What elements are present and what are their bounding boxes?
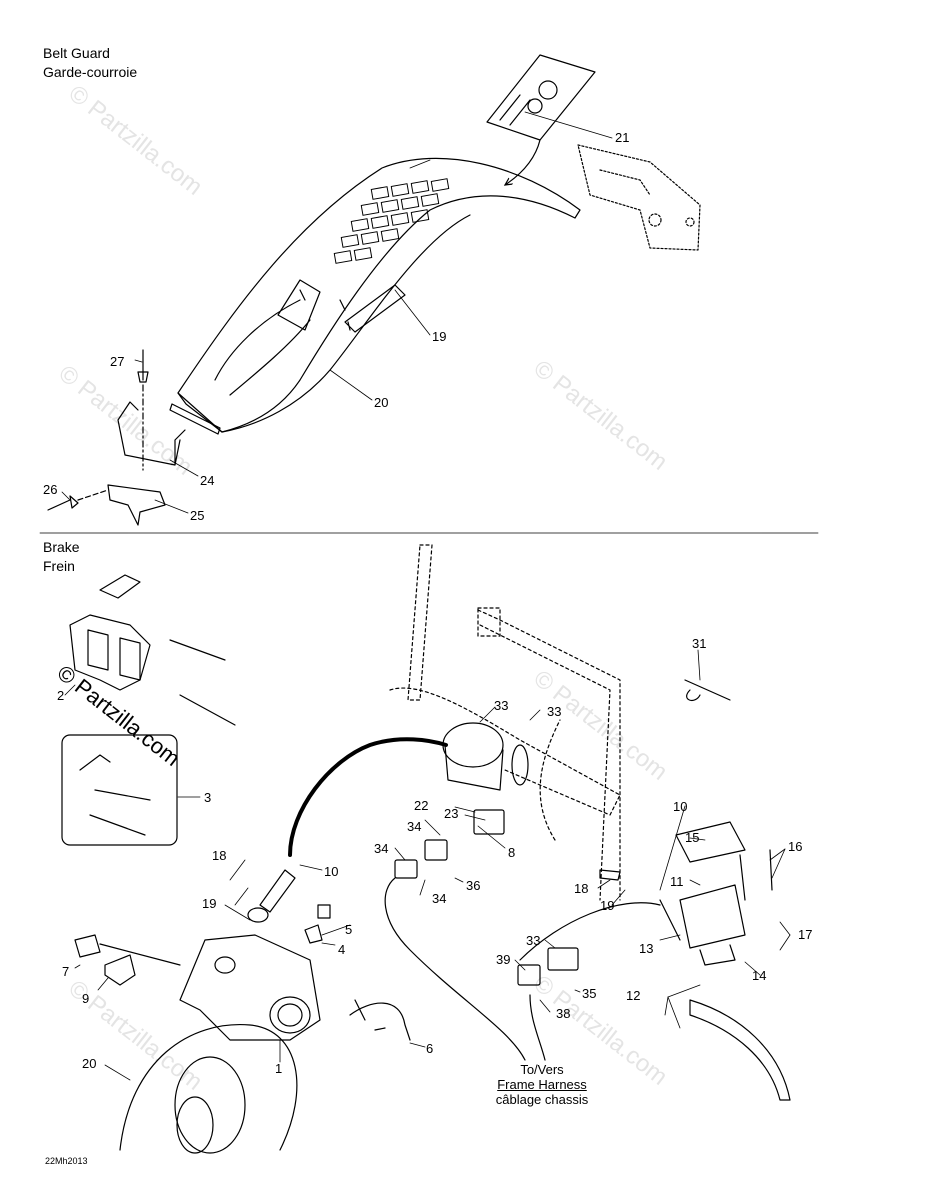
callout-19: 19 bbox=[600, 898, 614, 913]
callout-17: 17 bbox=[798, 927, 812, 942]
callout-2: 2 bbox=[57, 688, 64, 703]
callout-19b: 19 bbox=[202, 896, 216, 911]
callout-18b: 18 bbox=[212, 848, 226, 863]
master-cylinder bbox=[675, 821, 746, 966]
upper-bracket bbox=[117, 384, 186, 471]
callout-labels: 21 19 20 27 24 26 25 2 3 31 33 33 10 15 … bbox=[43, 130, 812, 1076]
caliper-part bbox=[179, 934, 321, 1041]
callout-13: 13 bbox=[639, 941, 653, 956]
brake-cable bbox=[519, 902, 661, 961]
callout-18: 18 bbox=[574, 881, 588, 896]
callout-25: 22 bbox=[414, 798, 428, 813]
section-title-belt-guard: Belt Guard Garde-courroie bbox=[43, 44, 137, 82]
banjo-fitting bbox=[247, 869, 296, 923]
callout-14: 14 bbox=[752, 968, 766, 983]
callout-26: 23 bbox=[444, 806, 458, 821]
brake-lever bbox=[689, 999, 791, 1101]
brake-line bbox=[288, 737, 448, 857]
rivet-part bbox=[137, 349, 149, 383]
frame-harness-line1: To/Vers bbox=[520, 1062, 564, 1077]
callout-11: 11 bbox=[670, 874, 684, 889]
callout-7: 7 bbox=[62, 964, 69, 979]
screw-part bbox=[599, 869, 681, 941]
callout-35: 34 bbox=[407, 819, 421, 834]
callout-27: 24 bbox=[200, 473, 214, 488]
spring-clip bbox=[104, 954, 136, 986]
callout-5: 5 bbox=[345, 922, 352, 937]
frame-harness-line2: Frame Harness bbox=[497, 1077, 587, 1092]
connector-part bbox=[517, 964, 541, 986]
callout-16: 16 bbox=[788, 839, 802, 854]
connector-part bbox=[394, 859, 418, 879]
callout-34b: 35 bbox=[582, 986, 596, 1001]
bleeder-part bbox=[304, 904, 331, 944]
callout-34: 34 bbox=[432, 891, 446, 906]
callout-8: 8 bbox=[508, 845, 515, 860]
callout-38: 38 bbox=[556, 1006, 570, 1021]
lower-bracket bbox=[107, 484, 166, 526]
callout-29: 26 bbox=[43, 482, 57, 497]
connector-part bbox=[473, 809, 505, 835]
callout-1: 1 bbox=[275, 1061, 282, 1076]
bolt-part bbox=[74, 934, 181, 966]
harness-wire bbox=[529, 994, 546, 1061]
decal-part bbox=[486, 54, 596, 141]
kit-box bbox=[61, 734, 178, 846]
decal-arrow bbox=[505, 139, 541, 185]
section-title-en: Belt Guard bbox=[43, 45, 110, 61]
latch-part bbox=[277, 279, 321, 331]
diagram-code: 22Mh2013 bbox=[45, 1156, 88, 1166]
connector-part bbox=[424, 839, 448, 861]
callout-28: 25 bbox=[190, 508, 204, 523]
callout-23: 31 bbox=[692, 636, 706, 651]
switch-housing bbox=[442, 722, 529, 791]
hose-part bbox=[349, 1002, 411, 1041]
frame-harness-line3: câblage chassis bbox=[495, 1092, 589, 1107]
callout-30: 27 bbox=[110, 354, 124, 369]
mount-bracket bbox=[577, 144, 701, 251]
callout-12: 12 bbox=[626, 988, 640, 1003]
brake-disc bbox=[119, 1024, 298, 1154]
belt-guard-vents bbox=[333, 178, 450, 264]
leader-lines bbox=[61, 111, 791, 1081]
callout-20: 20 bbox=[82, 1056, 96, 1071]
callout-4: 4 bbox=[338, 942, 345, 957]
section-title-fr: Frein bbox=[43, 558, 75, 574]
callout-10: 10 bbox=[673, 799, 687, 814]
frame-harness-label: To/Vers Frame Harness câblage chassis bbox=[478, 1062, 606, 1107]
section-title-brake: Brake Frein bbox=[43, 538, 80, 576]
callout-22: 19 bbox=[432, 329, 446, 344]
brake-pads bbox=[69, 574, 236, 726]
callout-33b: 33 bbox=[526, 933, 540, 948]
section-title-en: Brake bbox=[43, 539, 80, 555]
callout-36: 36 bbox=[466, 878, 480, 893]
callout-10b: 10 bbox=[324, 864, 338, 879]
callout-24: 21 bbox=[615, 130, 629, 145]
callout-33: 34 bbox=[374, 841, 388, 856]
callout-39: 39 bbox=[496, 952, 510, 967]
rivet-part bbox=[47, 495, 79, 511]
belt-guard-part bbox=[169, 157, 581, 435]
callout-9: 9 bbox=[82, 991, 89, 1006]
cable-tie bbox=[684, 679, 731, 702]
callout-3: 3 bbox=[204, 790, 211, 805]
harness-wire bbox=[384, 877, 526, 1061]
connector-part bbox=[547, 947, 579, 971]
section-title-fr: Garde-courroie bbox=[43, 64, 138, 80]
callout-31: 33 bbox=[494, 698, 508, 713]
callout-32: 33 bbox=[547, 704, 561, 719]
handlebar bbox=[389, 544, 621, 901]
callout-6: 6 bbox=[426, 1041, 433, 1056]
callout-15: 15 bbox=[685, 830, 699, 845]
clip-part bbox=[344, 284, 406, 333]
callout-21: 20 bbox=[374, 395, 388, 410]
